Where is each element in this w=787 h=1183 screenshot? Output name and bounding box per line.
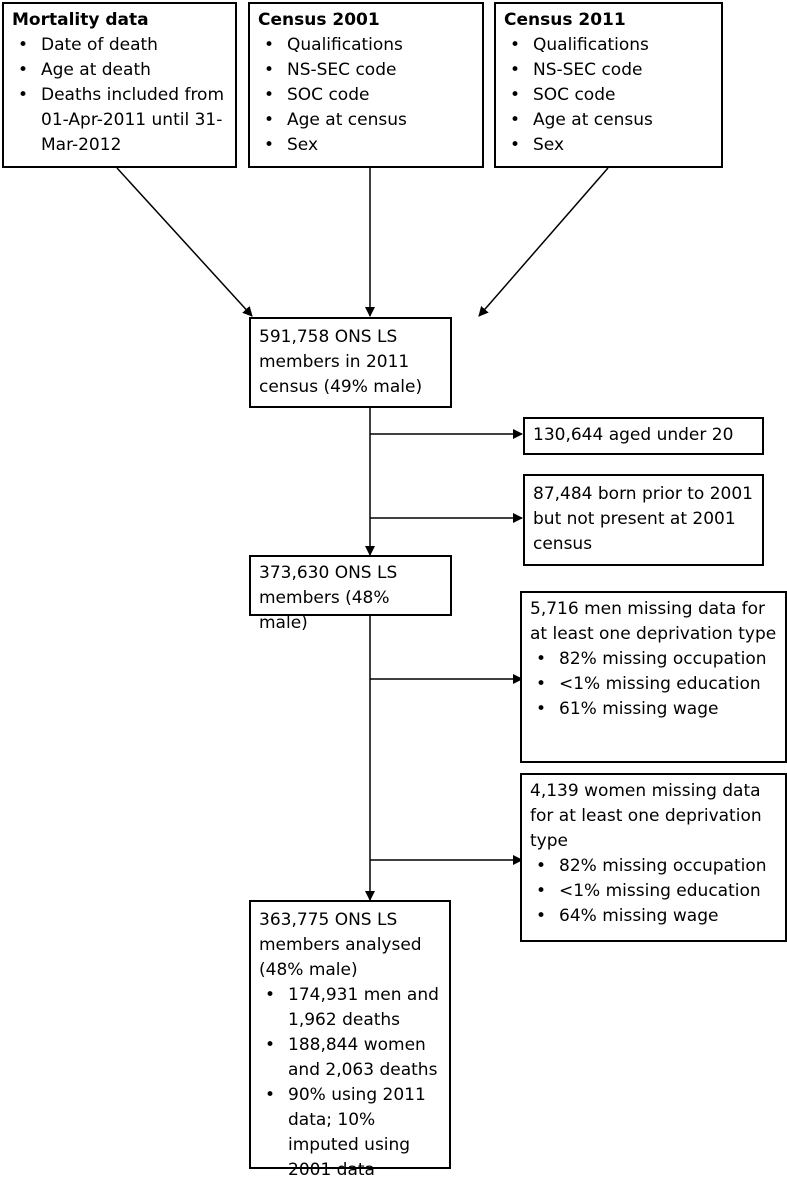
box-title: Mortality data <box>12 10 149 30</box>
arrow-census2011-to-stage1 <box>478 167 609 317</box>
bullet-list: 82% missing occupation <1% missing educa… <box>530 854 777 929</box>
stage2-text: 373,630 ONS LS members (48% male) <box>259 563 398 633</box>
exclusion-aged-under-20-box: 130,644 aged under 20 <box>523 417 764 455</box>
bullet-list: 82% missing occupation <1% missing educa… <box>530 647 777 722</box>
list-item: Age at death <box>12 58 227 83</box>
list-item: Qualifications <box>504 33 713 58</box>
exclusion-men-missing-box: 5,716 men missing data for at least one … <box>520 591 787 763</box>
list-item: NS-SEC code <box>504 58 713 83</box>
list-item: Age at census <box>258 108 474 133</box>
census-2001-box: Census 2001 Qualifications NS-SEC code S… <box>248 2 484 168</box>
list-item: Sex <box>504 133 713 158</box>
list-item: 174,931 men and 1,962 deaths <box>259 983 441 1033</box>
list-item: SOC code <box>504 83 713 108</box>
list-item: <1% missing education <box>530 879 777 904</box>
list-item: SOC code <box>258 83 474 108</box>
stage1-box: 591,758 ONS LS members in 2011 census (4… <box>249 317 452 408</box>
box-title: Census 2011 <box>504 10 626 30</box>
exclusion4-text: 4,139 women missing data for at least on… <box>530 781 762 851</box>
final-text: 363,775 ONS LS members analysed (48% mal… <box>259 910 422 980</box>
box-title: Census 2001 <box>258 10 380 30</box>
exclusion3-text: 5,716 men missing data for at least one … <box>530 599 777 644</box>
list-item: 61% missing wage <box>530 697 777 722</box>
list-item: Age at census <box>504 108 713 133</box>
bullet-list: Qualifications NS-SEC code SOC code Age … <box>258 33 474 158</box>
census-2011-box: Census 2011 Qualifications NS-SEC code S… <box>494 2 723 168</box>
list-item: 188,844 women and 2,063 deaths <box>259 1033 441 1083</box>
exclusion1-text: 130,644 aged under 20 <box>533 425 734 445</box>
list-item: Date of death <box>12 33 227 58</box>
exclusion-not-present-2001-box: 87,484 born prior to 2001 but not presen… <box>523 474 764 566</box>
bullet-list: 174,931 men and 1,962 deaths 188,844 wom… <box>259 983 441 1183</box>
bullet-list: Qualifications NS-SEC code SOC code Age … <box>504 33 713 158</box>
stage1-text: 591,758 ONS LS members in 2011 census (4… <box>259 327 423 397</box>
final-analysed-box: 363,775 ONS LS members analysed (48% mal… <box>249 900 451 1180</box>
stage2-box: 373,630 ONS LS members (48% male) <box>249 555 452 633</box>
exclusion2-text: 87,484 born prior to 2001 but not presen… <box>533 484 753 554</box>
list-item: 82% missing occupation <box>530 647 777 672</box>
list-item: 82% missing occupation <box>530 854 777 879</box>
list-item: Sex <box>258 133 474 158</box>
list-item: Qualifications <box>258 33 474 58</box>
list-item: NS-SEC code <box>258 58 474 83</box>
list-item: 90% using 2011 data; 10% imputed using 2… <box>259 1083 441 1183</box>
arrow-mortality-to-stage1 <box>116 167 253 317</box>
list-item: 64% missing wage <box>530 904 777 929</box>
exclusion-women-missing-box: 4,139 women missing data for at least on… <box>520 773 787 942</box>
list-item: <1% missing education <box>530 672 777 697</box>
mortality-data-box: Mortality data Date of death Age at deat… <box>2 2 237 168</box>
bullet-list: Date of death Age at death Deaths includ… <box>12 33 227 158</box>
list-item: Deaths included from 01-Apr-2011 until 3… <box>12 83 227 158</box>
